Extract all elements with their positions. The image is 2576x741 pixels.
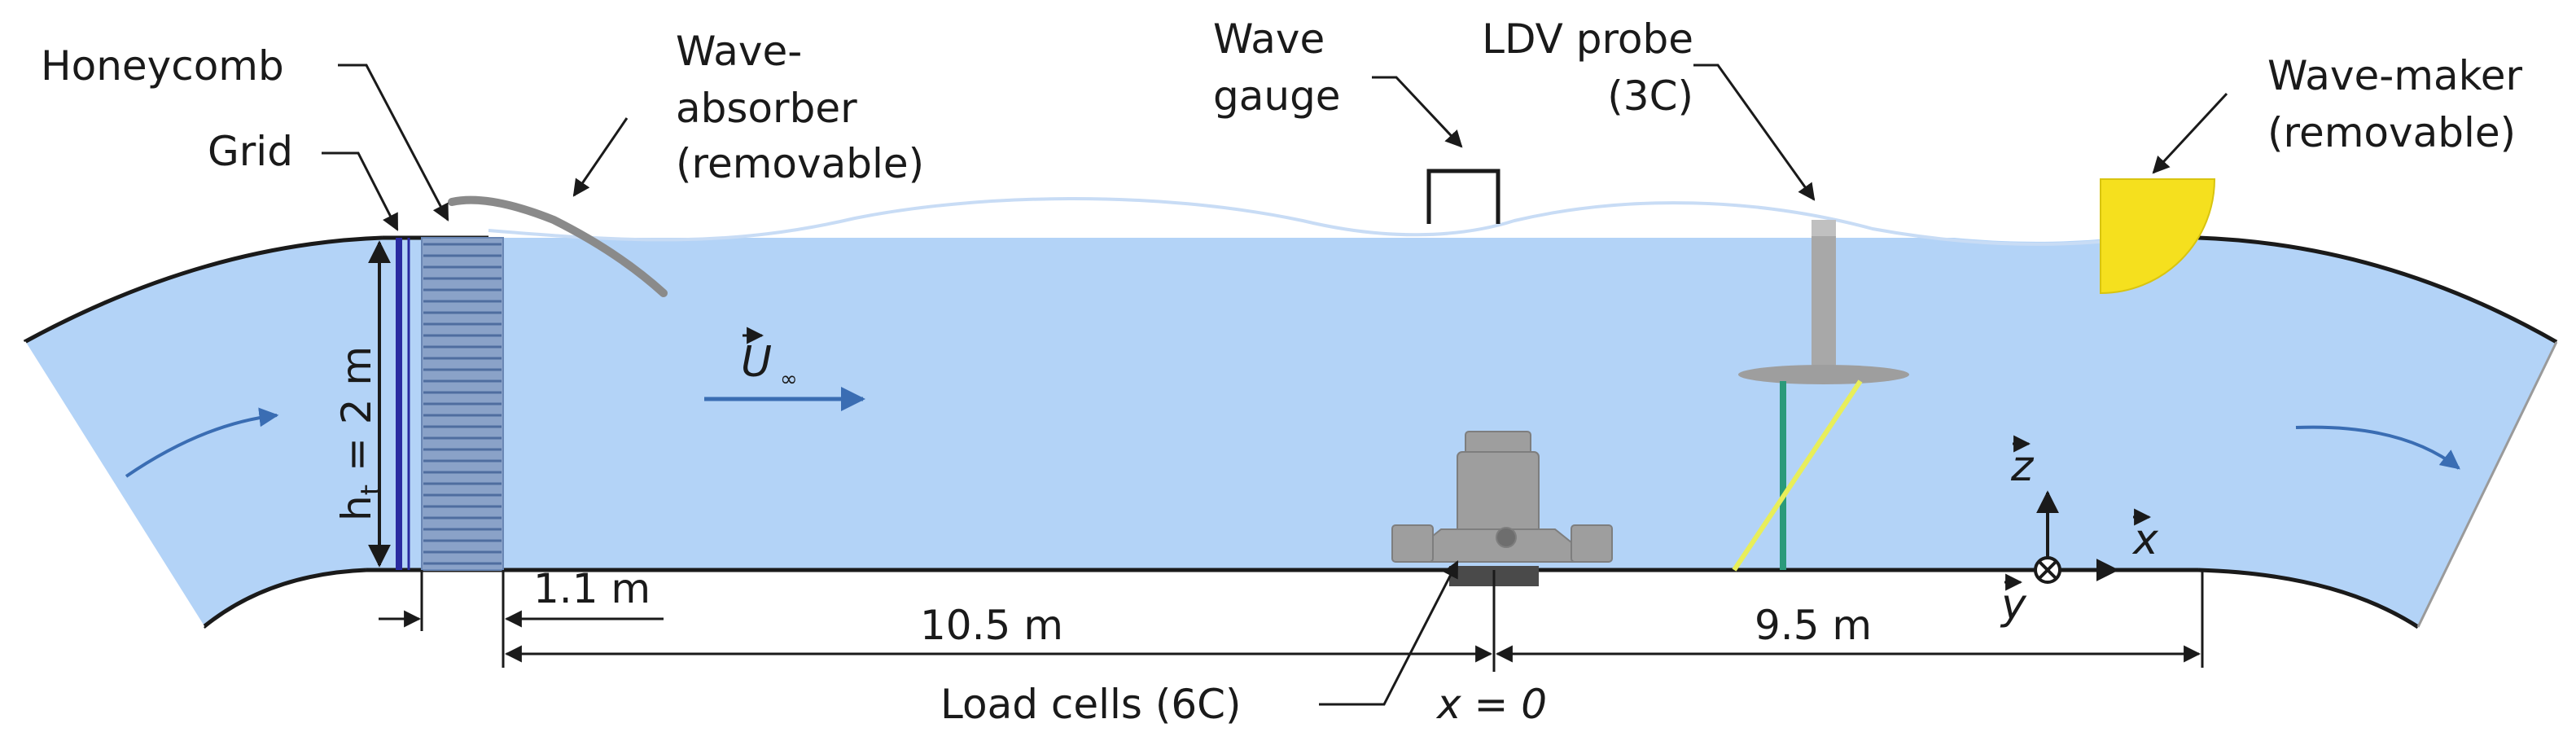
wave-absorber: [448, 195, 668, 297]
grid-label: Grid: [208, 128, 293, 175]
wave-absorber-label-3: (removable): [676, 140, 924, 187]
turbine-model: [1391, 431, 1613, 563]
bottom-right-wall: [2197, 568, 2420, 629]
honeycomb-leader: [338, 64, 449, 221]
top-left-wall: [23, 235, 383, 344]
honeycomb: [421, 237, 504, 571]
grid-leader: [322, 151, 399, 231]
load-cells-label: Load cells (6C): [940, 681, 1242, 728]
axis-z-label: z: [2010, 442, 2035, 491]
wave-maker-leader: [2152, 92, 2228, 174]
wave-absorber-label-1: Wave-: [676, 28, 802, 75]
wave-gauge-leader: [1372, 76, 1463, 148]
inlet-flow-arrow: [125, 407, 279, 478]
ldv-probe-label-2: (3C): [1607, 72, 1693, 120]
wave-absorber-label-2: absorber: [676, 85, 857, 132]
bottom-left-wall: [202, 568, 367, 629]
free-surface-line: [488, 197, 2118, 246]
wave-gauge-label-1: Wave: [1213, 15, 1325, 63]
water-body: [24, 238, 2556, 627]
grid: [396, 238, 410, 570]
wave-gauge-label-2: gauge: [1213, 72, 1341, 120]
freestream-subscript: ∞: [780, 367, 798, 392]
axis-x-label: x: [2131, 515, 2159, 564]
ldv-probe-label-1: LDV probe: [1482, 15, 1693, 63]
axis-y-label: y: [2000, 581, 2027, 629]
origin-label: x = 0: [1435, 681, 1547, 728]
freestream-label: U: [741, 338, 772, 387]
wave-maker-label-2: (removable): [2267, 109, 2516, 156]
free-surface: [488, 163, 2117, 242]
right-outlet-edge: [2416, 341, 2558, 628]
honeycomb-length-label: 1.1 m: [533, 565, 651, 612]
honeycomb-label: Honeycomb: [41, 42, 284, 90]
top-right-wall: [2197, 235, 2558, 344]
ldv-probe-leader: [1693, 64, 1816, 201]
upstream-distance-label: 10.5 m: [920, 602, 1063, 649]
wave-absorber-leader: [572, 117, 629, 197]
downstream-distance-label: 9.5 m: [1755, 602, 1872, 649]
load-cells-leader: [1319, 560, 1459, 706]
ldv-probe: [1732, 220, 1909, 572]
wave-gauge: [1426, 169, 1500, 224]
outlet-flow-arrow: [2295, 425, 2460, 470]
left-inlet-edge: [23, 341, 205, 628]
wave-maker: [2100, 178, 2216, 295]
wave-maker-label-1: Wave-maker: [2267, 52, 2523, 99]
height-label: ht = 2 m: [333, 346, 388, 521]
coordinate-axes: [2034, 490, 2119, 584]
